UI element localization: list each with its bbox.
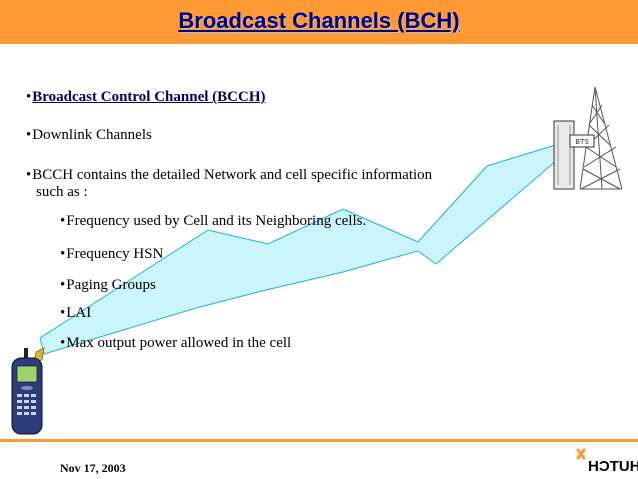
bts-label: BTS bbox=[575, 138, 589, 146]
footer-divider bbox=[0, 439, 638, 442]
sub-bullet-frequency: •Frequency used by Cell and its Neighbor… bbox=[60, 213, 367, 229]
hutch-logo-text: HUTCH bbox=[588, 458, 638, 475]
bullet-bcch: •Broadcast Control Channel (BCCH) bbox=[26, 89, 266, 105]
sub-bullet-hsn: •Frequency HSN bbox=[60, 246, 164, 262]
bullet-downlink: •Downlink Channels bbox=[26, 127, 152, 143]
bts-tower-icon: BTS bbox=[553, 86, 623, 190]
bullet-bcch-contains: •BCCH contains the detailed Network and … bbox=[26, 167, 433, 183]
bcch-heading: Broadcast Control Channel (BCCH) bbox=[32, 89, 266, 105]
hutch-logo-icon bbox=[576, 448, 586, 460]
sub-bullet-max-power: •Max output power allowed in the cell bbox=[60, 335, 292, 351]
title-bar bbox=[0, 0, 638, 44]
slide-title: Broadcast Channels (BCH) bbox=[178, 8, 460, 33]
sub-bullet-lai: •LAI bbox=[60, 305, 92, 321]
footer-date: Nov 17, 2003 bbox=[60, 461, 126, 475]
bullet-bcch-contains-cont: such as : bbox=[36, 184, 88, 200]
mobile-phone-icon bbox=[11, 347, 45, 435]
sub-bullet-paging: •Paging Groups bbox=[60, 277, 156, 293]
